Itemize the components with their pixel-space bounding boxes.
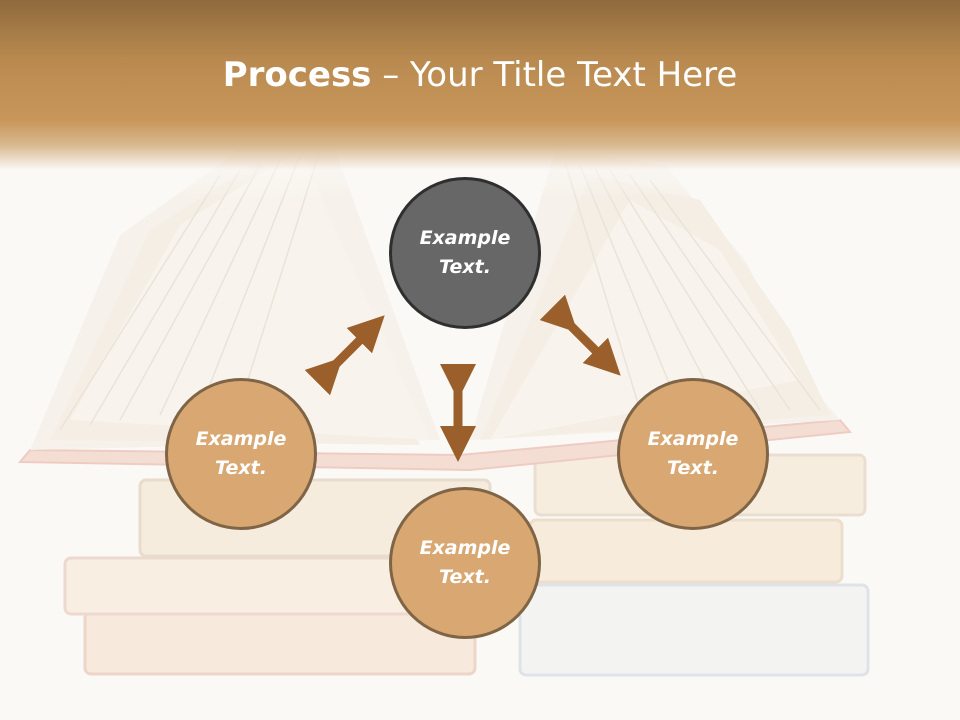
node-left-text: Example Text. [195,428,287,479]
node-bottom-text: Example Text. [419,537,511,588]
process-node-bottom: Example Text. [389,487,541,639]
process-node-left: Example Text. [165,378,317,530]
node-top-text: Example Text. [419,227,511,278]
arrow-top-left [304,315,385,396]
node-right-text: Example Text. [647,428,739,479]
title-bold: Process [222,55,372,95]
title-rest: – Your Title Text Here [371,55,738,95]
arrow-top-right [539,294,621,376]
title-band [0,0,960,200]
slide-title: Process – Your Title Text Here [0,52,960,98]
process-node-right: Example Text. [617,378,769,530]
process-node-top: Example Text. [389,177,541,329]
